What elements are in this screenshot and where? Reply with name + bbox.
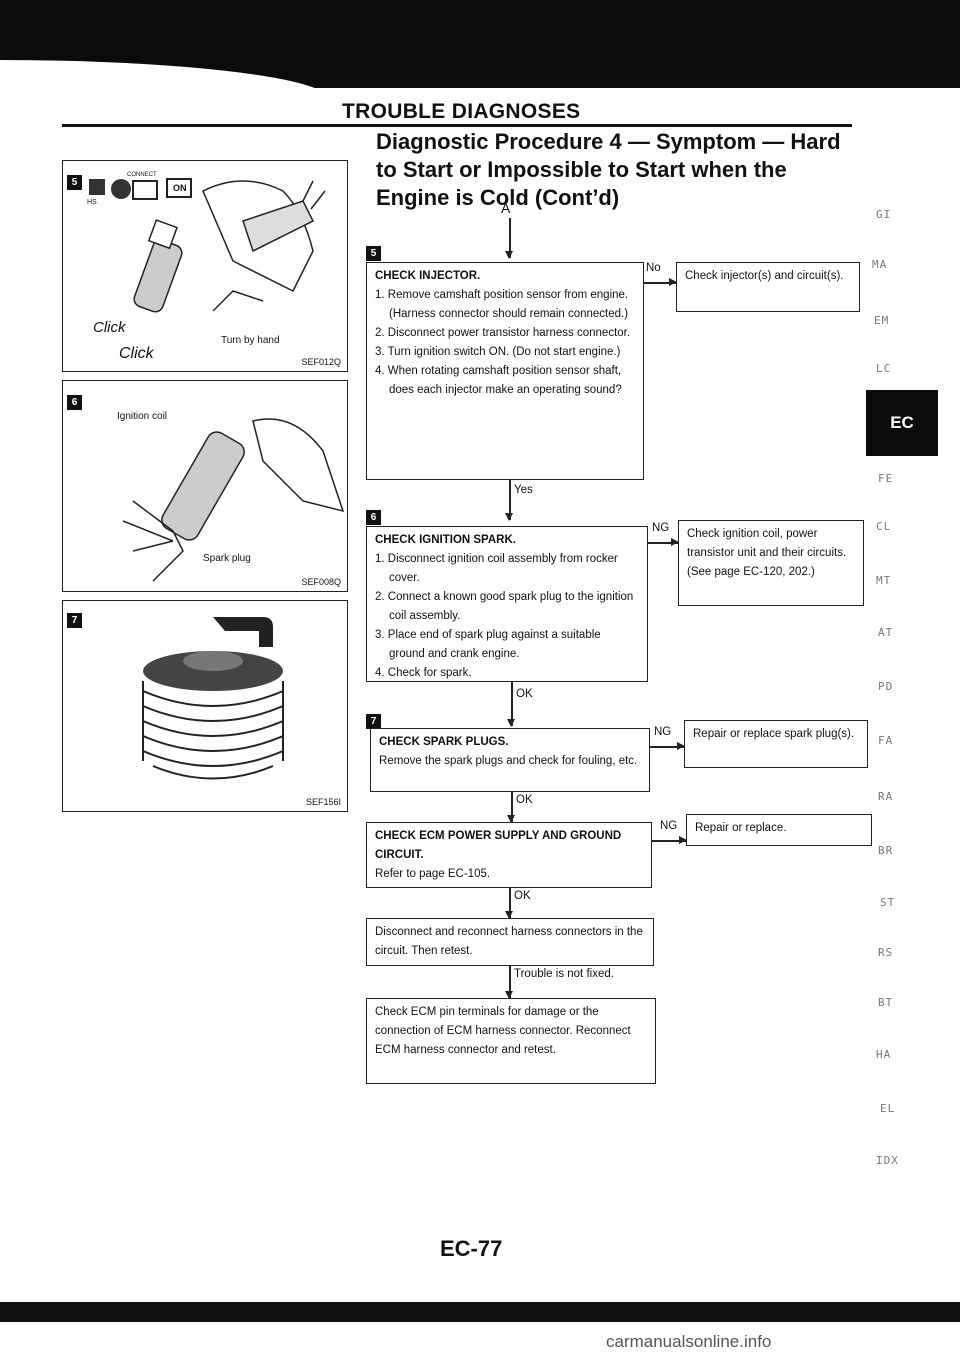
on-label: ON [173, 183, 187, 193]
procedure-title: Diagnostic Procedure 4 — Symptom — Hard … [376, 129, 841, 210]
check-ignition-spark-box: CHECK IGNITION SPARK. 1. Disconnect igni… [366, 526, 648, 682]
flow-arrow [650, 743, 685, 749]
connect-label: CONNECT [127, 172, 157, 178]
check-ignition-item: 3. Place end of spark plug against a sui… [375, 629, 601, 660]
injector-illustration [89, 178, 326, 313]
tab-at[interactable]: AT [878, 626, 894, 639]
yes-label: Yes [514, 484, 533, 496]
ok-label: OK [514, 890, 531, 902]
footer-black-band [0, 1302, 960, 1322]
figure-injector-check: 5 CONNECT HS ON Click Click Turn by hand… [62, 160, 348, 372]
check-injector-item: 1. Remove camshaft position sensor from … [375, 289, 629, 320]
tab-fa[interactable]: FA [878, 734, 894, 747]
flow-step-number: 5 [366, 246, 381, 261]
branch-label-ng: NG [660, 820, 678, 832]
figure-code: SEF156I [305, 797, 341, 807]
tab-em[interactable]: EM [874, 314, 890, 327]
tab-cl[interactable]: CL [876, 520, 892, 533]
figure-code: SEF012Q [301, 357, 341, 367]
tab-br[interactable]: BR [878, 844, 894, 857]
tab-idx[interactable]: IDX [876, 1154, 899, 1167]
tab-ma[interactable]: MA [872, 258, 888, 271]
tab-st[interactable]: ST [880, 896, 896, 909]
flow-arrow [652, 837, 687, 843]
ignition-coil-illustration [122, 418, 345, 582]
turn-by-hand-label: Turn by hand [221, 335, 280, 346]
figure-step-number: 7 [67, 613, 82, 628]
figure-step-number: 6 [67, 395, 82, 410]
check-injector-circuit-box: Check injector(s) and circuit(s). [676, 262, 860, 312]
repair-spark-plug-box: Repair or replace spark plug(s). [684, 720, 868, 768]
check-ecm-power-box: CHECK ECM POWER SUPPLY AND GROUND CIRCUI… [366, 822, 652, 888]
check-ecm-power-text: Refer to page EC-105. [375, 868, 491, 880]
tab-ha[interactable]: HA [876, 1048, 892, 1061]
ignition-coil-label: Ignition coil [117, 411, 168, 422]
check-ignition-item: 4. Check for spark. [375, 667, 472, 679]
repair-replace-box: Repair or replace. [686, 814, 872, 846]
branch-label-no: No [646, 262, 661, 274]
check-spark-plugs-box: CHECK SPARK PLUGS. Remove the spark plug… [370, 728, 650, 792]
figure-code: SEF008Q [301, 577, 341, 587]
check-injector-box: CHECK INJECTOR. 1. Remove camshaft posit… [366, 262, 644, 480]
flow-arrow [648, 539, 679, 545]
hs-label: HS [87, 199, 97, 206]
section-title: TROUBLE DIAGNOSES [342, 100, 581, 123]
check-spark-plugs-text: Remove the spark plugs and check for fou… [379, 755, 638, 767]
check-injector-item: 4. When rotating camshaft position senso… [375, 365, 622, 396]
check-ecm-pins-box: Check ECM pin terminals for damage or th… [366, 998, 656, 1084]
page-number: EC-77 [440, 1236, 503, 1261]
flow-arrow [508, 682, 514, 727]
title-rule [62, 124, 852, 127]
branch-label-ng: NG [652, 522, 670, 534]
tab-mt[interactable]: MT [876, 574, 892, 587]
flow-step-number: 7 [366, 714, 381, 729]
flow-arrow [506, 480, 512, 521]
tab-gi[interactable]: GI [876, 208, 892, 221]
spark-plug-illustration [142, 617, 284, 780]
check-ignition-spark-title: CHECK IGNITION SPARK. [375, 534, 516, 546]
flow-step-number: 6 [366, 510, 381, 525]
click-label-1: Click [93, 319, 126, 336]
watermark: carmanualsonline.info [606, 1332, 772, 1351]
click-label-2: Click [119, 345, 154, 362]
reconnect-harness-box: Disconnect and reconnect harness connect… [366, 918, 654, 966]
figure-spark-plug: 7 SEF156I [62, 600, 348, 812]
flow-arrow [506, 888, 512, 919]
tab-ra[interactable]: RA [878, 790, 894, 803]
check-spark-plugs-title: CHECK SPARK PLUGS. [379, 736, 509, 748]
check-ignition-item: 2. Connect a known good spark plug to th… [375, 591, 634, 622]
connector-marker: A [501, 200, 511, 216]
flow-arrow [508, 792, 514, 823]
flow-arrow [506, 218, 512, 259]
check-injector-title: CHECK INJECTOR. [375, 270, 481, 282]
figure-ignition-spark: 6 Ignition coil Spark plug SEF008Q [62, 380, 348, 592]
figure-step-number: 5 [67, 175, 82, 190]
ok-label: OK [516, 794, 533, 806]
not-fixed-label: Trouble is not fixed. [514, 968, 614, 980]
flow-arrow [506, 966, 512, 999]
flow-arrow [644, 279, 677, 285]
check-injector-item: 3. Turn ignition switch ON. (Do not star… [375, 346, 621, 358]
tab-bt[interactable]: BT [878, 996, 894, 1009]
tab-fe[interactable]: FE [878, 472, 894, 485]
tab-pd[interactable]: PD [878, 680, 894, 693]
tab-lc[interactable]: LC [876, 362, 892, 375]
tab-ec-active[interactable]: EC [866, 390, 938, 456]
check-injector-item: 2. Disconnect power transistor harness c… [375, 327, 631, 339]
check-ecm-power-title: CHECK ECM POWER SUPPLY AND GROUND CIRCUI… [375, 830, 622, 861]
spark-plug-label: Spark plug [203, 553, 251, 564]
tab-el[interactable]: EL [880, 1102, 896, 1115]
branch-label-ng: NG [654, 726, 672, 738]
tab-rs[interactable]: RS [878, 946, 894, 959]
check-ignition-coil-box: Check ignition coil, power transistor un… [678, 520, 864, 606]
ok-label: OK [516, 688, 533, 700]
check-ignition-item: 1. Disconnect ignition coil assembly fro… [375, 553, 618, 584]
